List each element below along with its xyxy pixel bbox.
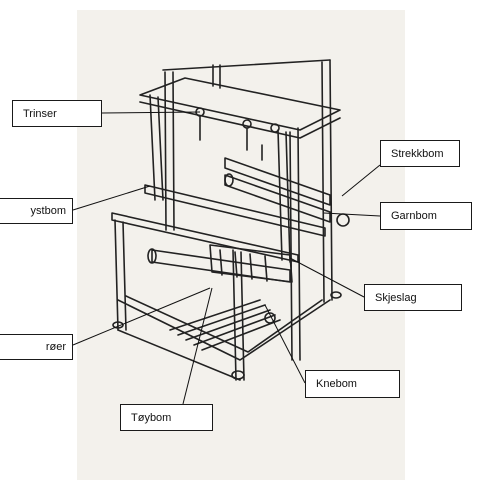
leader-roer (72, 287, 211, 346)
label-bystbom: ystbom (0, 198, 73, 224)
label-skjeslag: Skjeslag (364, 284, 462, 311)
label-roer: røer (0, 334, 73, 360)
leader-strekkbom (341, 164, 381, 197)
leader-skjeslag (289, 257, 365, 298)
leader-garnbom (323, 212, 381, 217)
leader-bystbom (72, 185, 151, 211)
label-trinser: Trinser (12, 100, 102, 127)
label-toybom: Tøybom (120, 404, 213, 431)
leader-knebom (264, 304, 306, 384)
label-strekkbom: Strekkbom (380, 140, 460, 167)
leader-lines (72, 111, 381, 405)
paper-background (77, 10, 405, 480)
label-garnbom: Garnbom (380, 202, 472, 230)
label-knebom: Knebom (305, 370, 400, 398)
leader-trinser (101, 111, 201, 114)
leader-toybom (182, 287, 213, 405)
